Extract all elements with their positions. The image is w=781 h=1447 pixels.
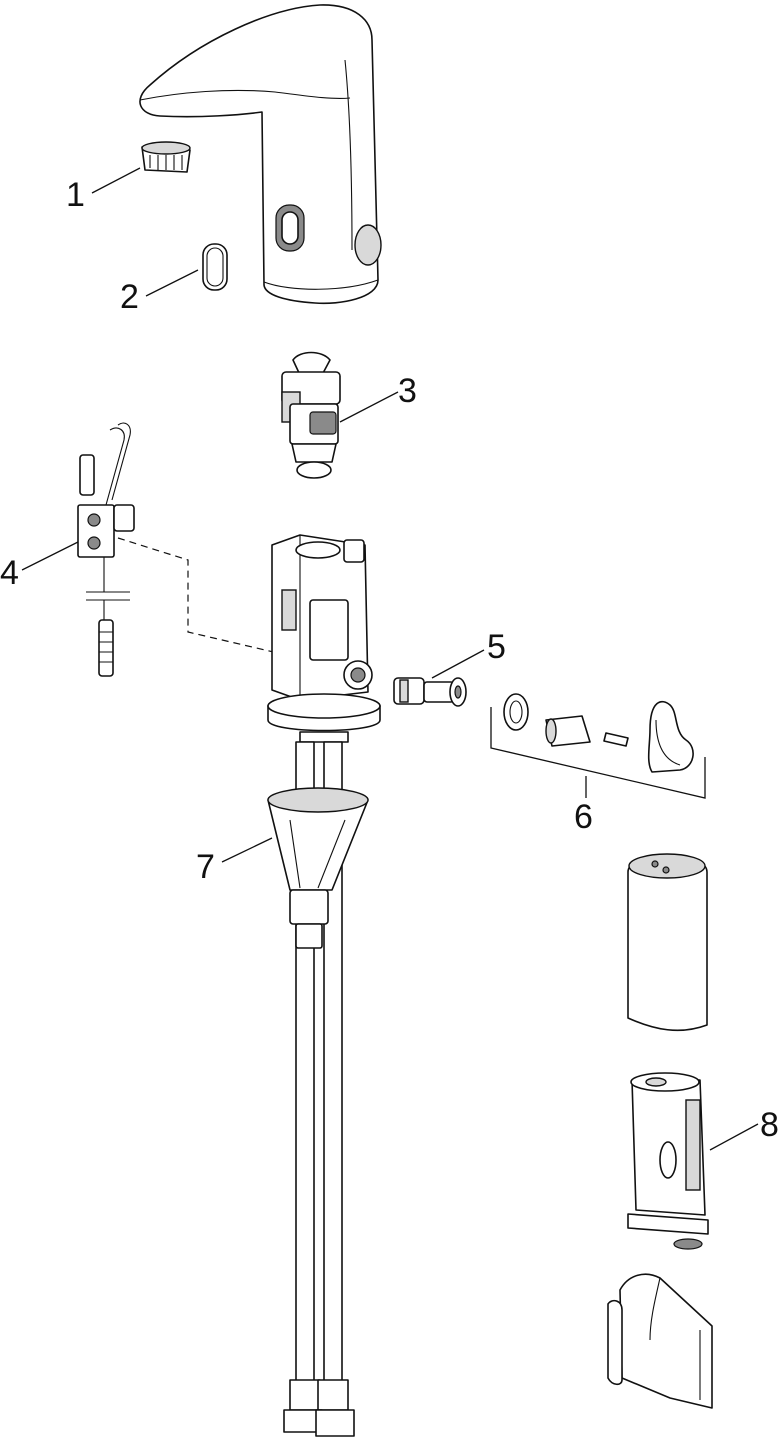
sensor-window <box>202 243 228 291</box>
handle-kit <box>490 693 706 799</box>
callout-2-label: 2 <box>120 278 139 316</box>
mounting-set <box>267 787 369 949</box>
battery-cover <box>627 853 708 1032</box>
callout-1-label: 1 <box>66 176 85 214</box>
cartridge-insert <box>393 677 467 707</box>
callout-7-label: 7 <box>196 848 215 886</box>
battery-box <box>627 1072 709 1250</box>
solenoid-valve <box>281 351 341 479</box>
electrical-connector <box>77 422 283 677</box>
callout-5-label: 5 <box>487 628 506 666</box>
faucet-body <box>139 4 382 305</box>
callout-4-label: 4 <box>0 554 19 592</box>
valve-housing <box>267 534 381 743</box>
callout-leaders <box>21 167 759 1151</box>
callout-6-label: 6 <box>574 798 593 836</box>
aerator <box>141 141 191 173</box>
callout-8-label: 8 <box>760 1106 779 1144</box>
callout-3-label: 3 <box>398 372 417 410</box>
battery-clip <box>607 1273 713 1409</box>
